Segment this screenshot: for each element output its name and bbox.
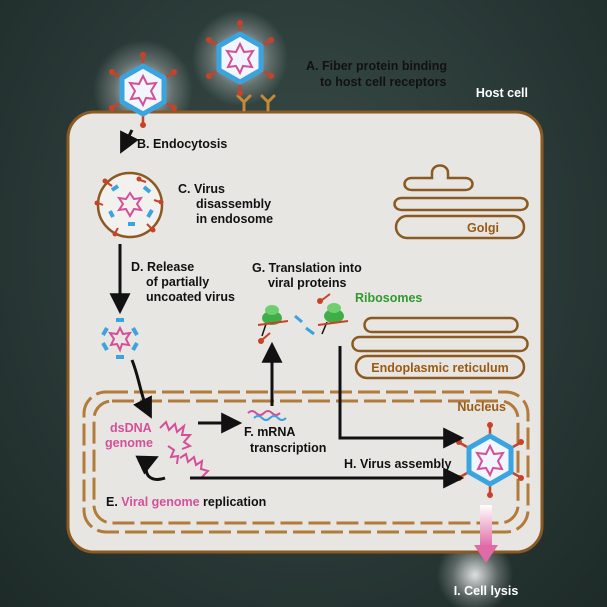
step-c-label-line2: disassembly [196, 197, 271, 211]
dsdna-genome-icon [159, 420, 210, 478]
endoplasmic-reticulum [351, 316, 529, 380]
nucleus-label: Nucleus [457, 400, 506, 414]
step-g-label-line2: viral proteins [268, 276, 347, 290]
golgi-label: Golgi [467, 221, 499, 235]
mrna-icon [247, 410, 287, 421]
step-h-label: H. Virus assembly [344, 457, 452, 471]
dsdna-label-line2: genome [105, 436, 153, 450]
assembly-arrow [338, 346, 465, 449]
uncoated-virus-icon [101, 318, 139, 359]
step-f-label-line1: F. mRNA [244, 425, 295, 439]
host-cell-label: Host cell [476, 86, 528, 100]
to-nucleus-arrow [130, 359, 152, 419]
step-b-label: B. Endocytosis [137, 137, 227, 151]
endosome [94, 171, 164, 239]
step-e-label: E. Viral genome replication [106, 495, 266, 509]
lysis-glow [437, 537, 513, 607]
ribosome-icon [317, 303, 349, 335]
step-c-label-line3: in endosome [196, 212, 273, 226]
step-i-label: I. Cell lysis [454, 584, 519, 598]
step-d-label-line1: D. Release [131, 260, 194, 274]
ribosomes-label: Ribosomes [355, 291, 422, 305]
dsdna-label-line1: dsDNA [110, 421, 152, 435]
step-g-label-line1: G. Translation into [252, 261, 362, 275]
step-c-label-line1: C. Virus [178, 182, 225, 196]
step-a-label-line1: A. Fiber protein binding [306, 59, 447, 73]
step-a-label-line2: to host cell receptors [320, 75, 446, 89]
nucleus-inner-membrane [92, 399, 520, 525]
step-d-label-line2: of partially [146, 275, 209, 289]
virus-particle-icon [206, 20, 274, 96]
ribosome-icon [257, 305, 289, 337]
step-f-label-line2: transcription [250, 441, 326, 455]
lysis-arrow [474, 505, 498, 563]
er-label: Endoplasmic reticulum [371, 361, 509, 375]
golgi [393, 164, 529, 240]
receptor-icon [236, 94, 276, 112]
endocytosis-arrow [120, 129, 139, 154]
step-d-label-line3: uncoated virus [146, 290, 235, 304]
replication-loop-arrow [135, 455, 166, 481]
